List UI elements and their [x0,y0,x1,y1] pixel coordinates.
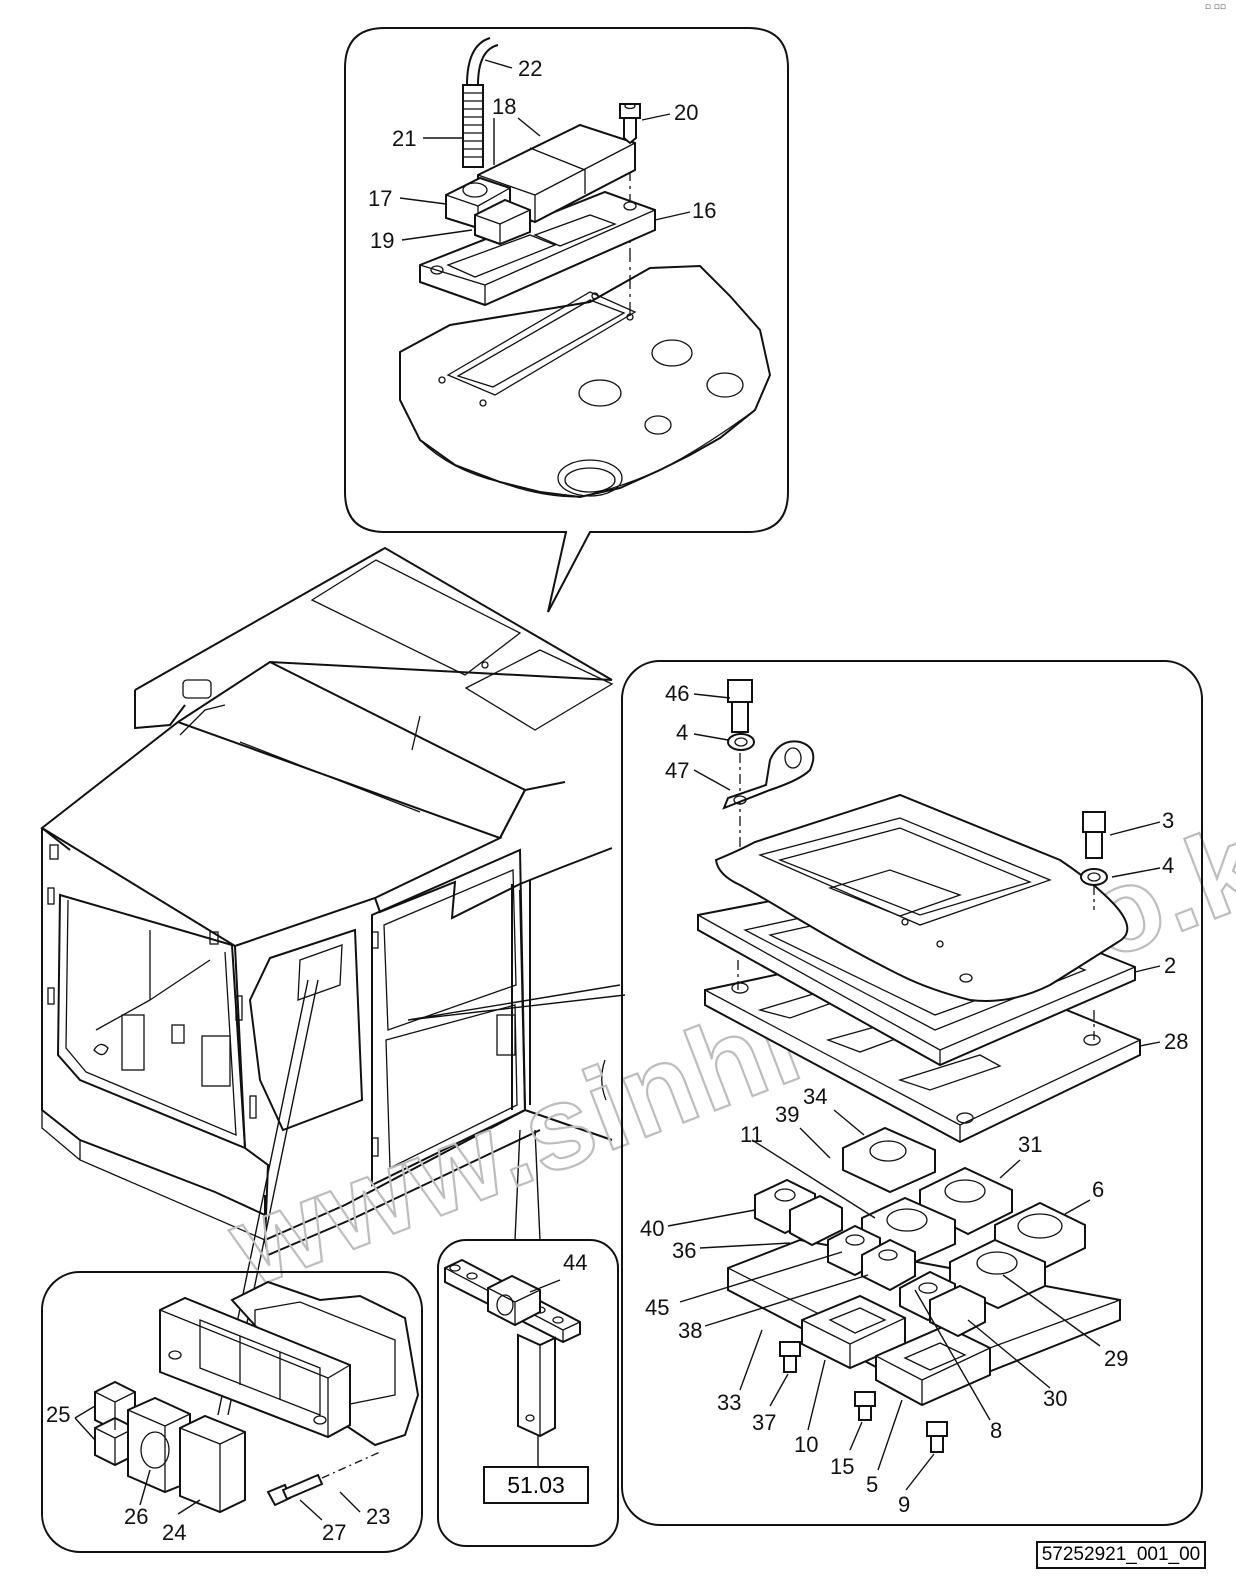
callout-33: 33 [717,1390,741,1415]
callout-17: 17 [368,186,392,211]
callout-46: 46 [665,681,689,706]
callout-24: 24 [162,1520,186,1545]
callout-4-right: 4 [1162,853,1174,878]
callout-37: 37 [752,1410,776,1435]
callout-18: 18 [492,94,516,119]
callout-47: 47 [665,758,689,783]
callout-22: 22 [518,56,542,81]
callout-26: 26 [124,1504,148,1529]
callout-21: 21 [392,126,416,151]
reference-box: 51.03 [483,1466,589,1504]
callout-15: 15 [830,1454,854,1479]
right-detail-panel [621,660,1203,1526]
callout-34: 34 [803,1084,827,1109]
document-code: 57252921_001_00 [1036,1541,1206,1569]
callout-4-upper: 4 [676,720,688,745]
callout-11: 11 [740,1122,763,1147]
callout-leaders [74,59,1161,1521]
bottom-left-detail-panel [41,1271,423,1553]
callout-40: 40 [640,1216,664,1241]
callout-27: 27 [322,1520,346,1545]
callout-5: 5 [866,1472,878,1497]
callout-10: 10 [794,1432,818,1457]
callout-23: 23 [366,1504,390,1529]
callout-2: 2 [1164,953,1176,978]
callout-38: 38 [678,1318,702,1343]
callout-25: 25 [46,1402,70,1427]
callout-30: 30 [1043,1386,1067,1411]
top-detail-panel [344,27,789,613]
callout-39: 39 [775,1102,799,1127]
callout-20: 20 [674,100,698,125]
cabin [40,546,614,1257]
callout-9: 9 [898,1492,910,1517]
callout-45: 45 [645,1295,669,1320]
callout-29: 29 [1104,1346,1128,1371]
bottom-middle-detail-panel [437,1239,619,1547]
callout-8: 8 [990,1418,1002,1443]
callout-16: 16 [692,198,716,223]
callout-6: 6 [1092,1177,1104,1202]
callout-28: 28 [1164,1029,1188,1054]
callout-3: 3 [1162,808,1174,833]
callout-44: 44 [563,1250,587,1275]
callout-31: 31 [1018,1132,1042,1157]
callout-36: 36 [672,1238,696,1263]
callout-labels: 22 18 20 21 17 16 19 46 4 47 3 4 2 28 34… [46,56,1188,1545]
corner-mark: ▫ ▫▫ [1204,2,1226,12]
callout-19: 19 [370,228,394,253]
